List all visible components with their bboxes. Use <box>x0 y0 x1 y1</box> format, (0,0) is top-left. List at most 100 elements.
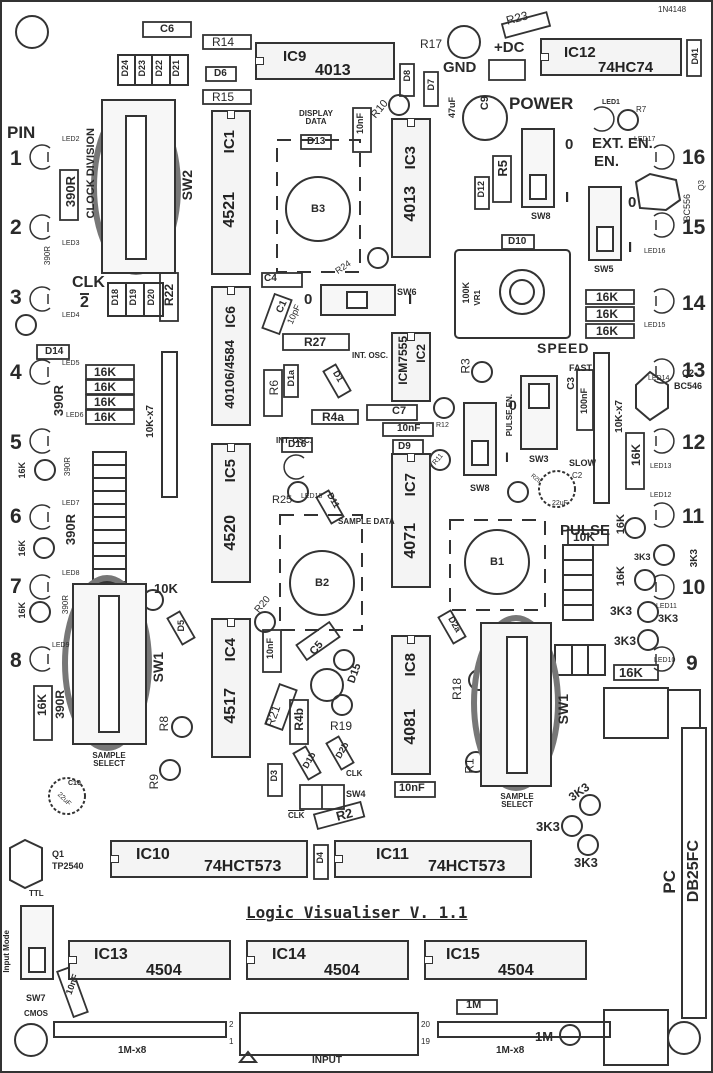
switch-sw8-power[interactable] <box>521 128 555 208</box>
sip-10kx7-left-label: 10K-x7 <box>145 405 156 438</box>
diode-1n4148-label: 1N4148 <box>658 5 687 14</box>
transistor-q1 <box>9 838 43 890</box>
pin-label-6: 6 <box>10 505 22 528</box>
r18-label: R18 <box>450 677 465 701</box>
ic2: ICM7555 IC2 <box>391 332 431 402</box>
d10-label: D10 <box>508 236 527 247</box>
pulse-on-mark: I <box>505 449 509 465</box>
clk-small-label: CLK <box>346 769 363 778</box>
ic4: IC4 4517 <box>211 618 251 758</box>
r3k3-b-label: 3K3 <box>689 549 700 568</box>
c-10nf-bottom-label: 10nF <box>399 782 425 794</box>
led18-label: LED18 <box>301 493 323 500</box>
sw1-label-left: SW1 <box>150 652 166 683</box>
pin-label-3: 3 <box>10 286 22 309</box>
r4a-label: R4a <box>322 410 345 424</box>
pin-label-7: 7 <box>10 575 22 598</box>
ic1: IC1 4521 <box>211 110 251 275</box>
ic15: IC15 4504 <box>424 940 587 980</box>
ic11: IC11 74HCT573 <box>334 840 532 878</box>
switch-sw7[interactable] <box>20 905 54 980</box>
r4b-label: R4b <box>292 708 306 731</box>
led12-label: LED12 <box>650 492 672 499</box>
led10-label: LED10 <box>654 657 676 664</box>
r9-label: R9 <box>147 774 161 790</box>
r16k-9-label: 16K <box>619 665 643 680</box>
ic6: IC6 40106/4584 <box>211 286 251 426</box>
db25-body <box>681 727 707 1019</box>
r16k-8-label: 16K <box>35 694 49 717</box>
r19-label: R19 <box>330 719 353 733</box>
d41-label: D41 <box>690 48 700 65</box>
sample-data-label: SAMPLE DATA <box>338 517 395 526</box>
pin-label-9: 9 <box>686 652 698 675</box>
sw8-pulse-label: SW8 <box>470 483 490 493</box>
r3k3-a-label: 3K3 <box>634 552 651 562</box>
sip-1mx8-left-label: 1M-x8 <box>118 1045 147 1056</box>
power-off-mark: 0 <box>565 136 574 153</box>
r12-label: R12 <box>436 422 449 429</box>
led-symbols-right <box>283 106 675 672</box>
buzzer-b3 <box>285 176 351 242</box>
r3k3-d-label: 3K3 <box>658 613 679 625</box>
c6-label: C6 <box>160 23 175 35</box>
r3k3-e-label: 3K3 <box>614 634 637 648</box>
sw6-label: SW6 <box>397 287 417 297</box>
sw1-label-right: SW1 <box>555 694 571 725</box>
r27-label: R27 <box>304 335 327 349</box>
r16k-4b-label: 16K <box>94 380 117 394</box>
led-symbols-left <box>29 144 51 672</box>
switch-sw6[interactable] <box>320 284 396 316</box>
r3-label: R3 <box>458 358 473 374</box>
c9-value: 47uF <box>447 97 457 119</box>
q3-label: Q3 <box>697 180 706 191</box>
pin-label-1: 1 <box>10 147 22 170</box>
d20-label: D20 <box>146 289 156 306</box>
pc-label: PC <box>660 870 679 894</box>
db25fc-label: DB25FC <box>685 840 702 903</box>
switch-sw3[interactable] <box>520 375 558 450</box>
r3k3-h-label: 3K3 <box>574 855 598 870</box>
d4-label: D4 <box>315 852 325 864</box>
r16k-7-label: 16K <box>17 602 27 619</box>
switch-sw1-right[interactable] <box>480 622 552 787</box>
r16k-4c-label: 16K <box>94 395 117 409</box>
header-pin-19: 19 <box>421 1037 430 1046</box>
d5-label: D5 <box>176 620 186 632</box>
r6-label: R6 <box>267 380 281 396</box>
c3-value: 100nF <box>579 388 589 415</box>
sw8-power-label: SW8 <box>531 211 551 221</box>
ext-en-label-2: EN. <box>594 153 620 170</box>
pin-label-8: 8 <box>10 649 22 672</box>
switch-sw5[interactable] <box>588 186 622 261</box>
ic7: IC7 4071 <box>391 453 431 588</box>
r10k-7-label: 10K <box>154 581 178 596</box>
pin-label-16: 16 <box>682 146 706 169</box>
switch-sw8-pulse[interactable] <box>463 402 497 476</box>
r16k-6-label: 16K <box>17 540 27 557</box>
ic3: IC3 4013 <box>391 118 431 258</box>
ext-off-mark: 0 <box>628 194 637 211</box>
sample-select-label-left: SAMPLE SELECT <box>92 751 126 768</box>
mounting-hole-bl <box>14 1023 48 1057</box>
led4-label: LED4 <box>62 312 80 319</box>
ic8: IC8 4081 <box>391 635 431 775</box>
pin-label-15: 15 <box>682 216 706 239</box>
sw7-label: SW7 <box>26 993 46 1003</box>
r1m-a-label: 1M <box>466 999 482 1011</box>
q2-part-label: BC546 <box>674 381 703 391</box>
r16k-a-label: 16K <box>596 290 619 304</box>
buzzer-b2 <box>289 550 355 616</box>
d8-label: D8 <box>402 70 412 82</box>
clk-label: CLK <box>72 274 105 291</box>
switch-sw2[interactable] <box>101 99 176 274</box>
r16k-4d-label: 16K <box>94 410 117 424</box>
switch-sw1-left[interactable] <box>72 583 147 745</box>
ic12: IC12 74HC74 <box>540 38 682 76</box>
fast-label: FAST <box>569 363 593 373</box>
int-osc-label-2: INT. OSC. <box>276 436 313 445</box>
gnd-label: GND <box>443 59 477 76</box>
d14-label: D14 <box>45 346 64 357</box>
